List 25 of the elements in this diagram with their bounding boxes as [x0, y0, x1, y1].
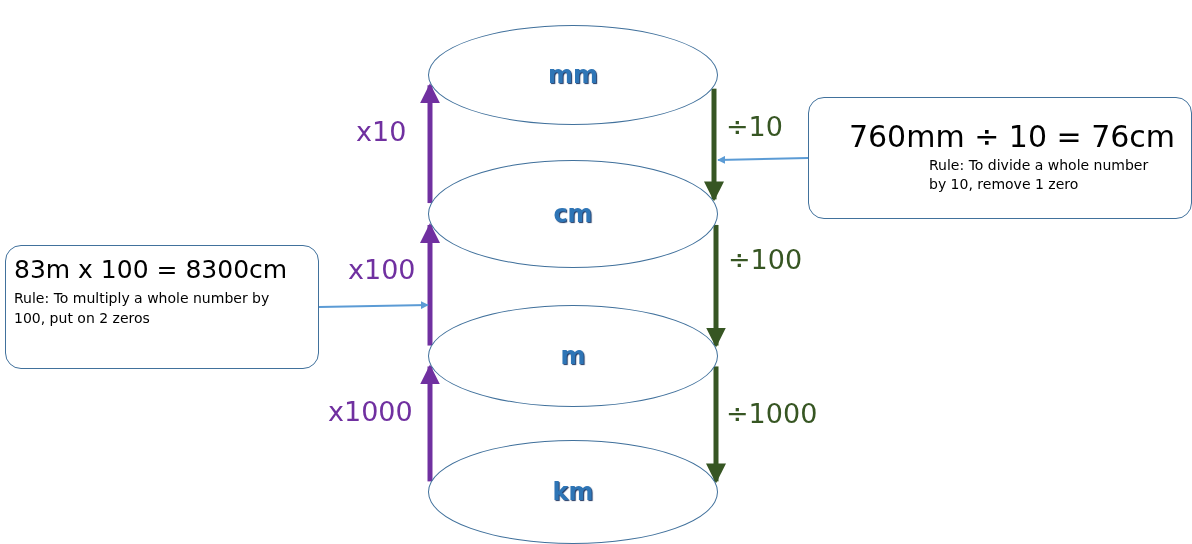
edge-label: x1000	[328, 398, 413, 425]
unit-label: m	[560, 341, 586, 372]
unit-label: mm	[548, 60, 598, 91]
rule-text: Rule: To multiply a whole number by 100, put on 2 zeros	[14, 289, 271, 328]
edge-label: x10	[356, 118, 407, 145]
unit-label: cm	[553, 199, 593, 230]
edge-label: x100	[348, 256, 416, 283]
arrow	[420, 83, 440, 204]
unit-label: km	[552, 477, 594, 508]
leader-line	[318, 301, 429, 310]
example-callout	[5, 245, 319, 369]
arrow	[420, 222, 440, 346]
leader-line	[717, 155, 809, 164]
arrow	[420, 364, 440, 482]
unit-ellipse	[428, 440, 718, 544]
arrow	[706, 366, 726, 484]
edge-label: ÷10	[726, 113, 783, 140]
example-equation: 83m x 100 = 8300cm	[14, 254, 288, 286]
example-callout	[808, 97, 1192, 219]
edge-label: ÷100	[728, 246, 803, 273]
edge-label: ÷1000	[726, 400, 818, 427]
arrow	[706, 224, 726, 348]
example-equation: 760mm ÷ 10 = 76cm	[848, 118, 1176, 156]
rule-text: Rule: To divide a whole number by 10, remove 1 zero	[929, 155, 1150, 194]
arrow	[704, 88, 724, 202]
